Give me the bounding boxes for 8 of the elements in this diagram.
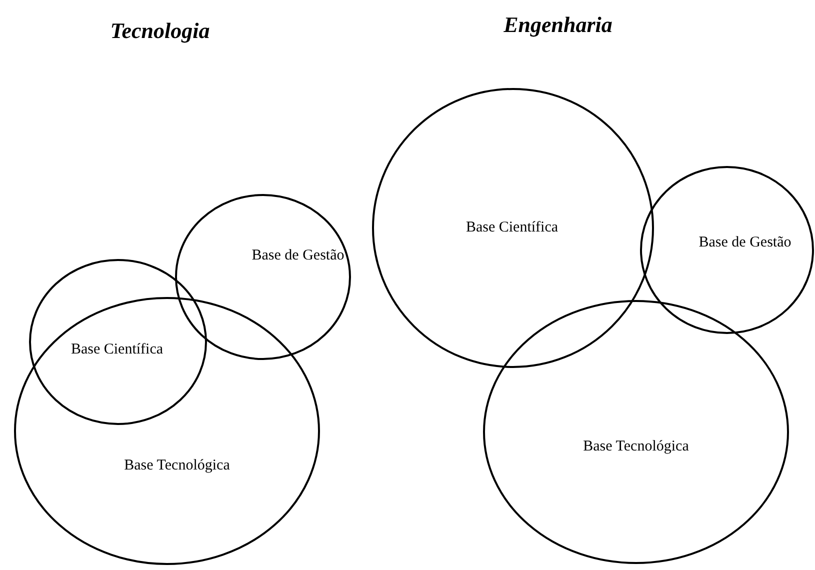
diagram-heading: Engenharia [504, 12, 612, 38]
set-label: Base Científica [70, 342, 164, 358]
set-label: Base de Gestão [698, 234, 792, 252]
set-label: Base de Gestão [252, 248, 344, 264]
set-label: Base Tecnológica [583, 438, 689, 456]
diagram-heading: Tecnologia [110, 18, 210, 44]
set-label: Base Científica [466, 220, 558, 236]
set-label: Base Tecnológica [124, 458, 230, 474]
